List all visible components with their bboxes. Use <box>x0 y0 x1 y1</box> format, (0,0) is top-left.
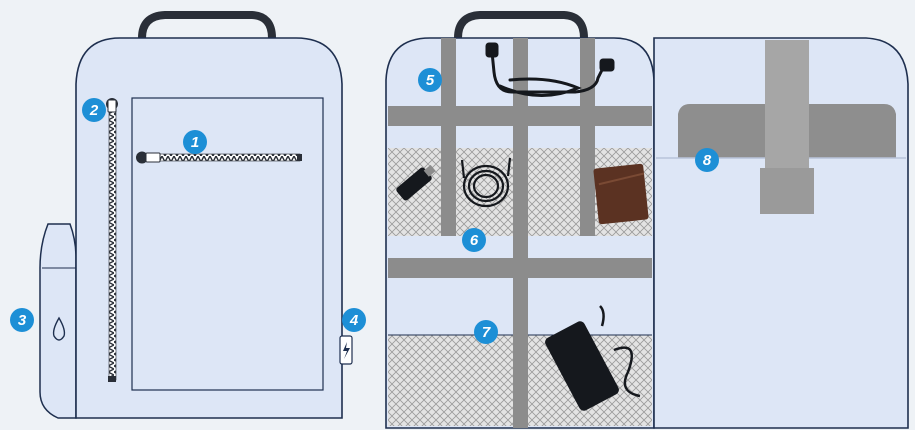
callout-badge-8: 8 <box>695 148 719 172</box>
callout-badge-3: 3 <box>10 308 34 332</box>
front-zipper[interactable] <box>152 154 300 161</box>
callout-badge-4: 4 <box>342 308 366 332</box>
callout-badge-7: 7 <box>474 320 498 344</box>
middle-handle[interactable] <box>458 15 584 38</box>
laptop-strap[interactable] <box>760 40 814 214</box>
usb-port[interactable] <box>340 336 352 364</box>
callout-label: 1 <box>191 134 199 151</box>
callout-label: 7 <box>482 324 491 341</box>
callout-label: 2 <box>89 102 99 119</box>
callout-label: 8 <box>703 152 712 169</box>
front-pocket[interactable] <box>132 98 323 390</box>
callout-label: 5 <box>426 72 435 89</box>
callout-label: 3 <box>18 312 27 329</box>
callout-label: 4 <box>349 312 359 329</box>
callout-badge-1: 1 <box>183 130 207 154</box>
front-view <box>40 15 352 418</box>
bottle-pocket[interactable] <box>40 224 76 418</box>
callout-badge-5: 5 <box>418 68 442 92</box>
laptop-compartment <box>654 38 908 428</box>
callout-badge-6: 6 <box>462 228 486 252</box>
callout-label: 6 <box>470 232 479 249</box>
wallet-icon <box>593 164 649 225</box>
top-handle[interactable] <box>142 15 272 38</box>
side-zipper[interactable] <box>109 108 116 380</box>
callout-badge-2: 2 <box>82 98 106 122</box>
